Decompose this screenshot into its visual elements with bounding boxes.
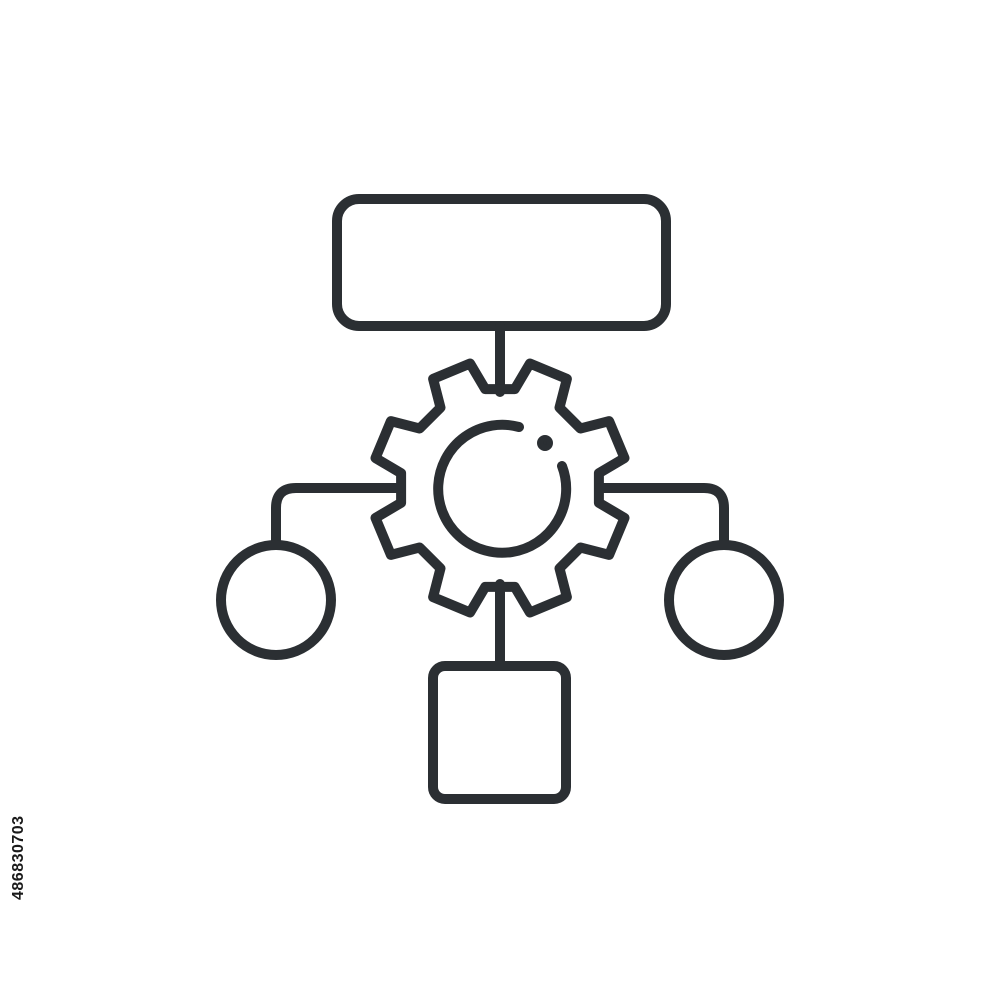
gear-inner-ring <box>433 419 572 558</box>
connector-left <box>271 483 405 550</box>
gear-inner-dot <box>537 435 553 451</box>
left-circle-node <box>216 540 336 660</box>
top-rectangle-node <box>332 194 671 331</box>
bottom-square-node <box>428 661 571 804</box>
right-circle-node <box>664 540 784 660</box>
stock-id-watermark: 486830703 <box>10 815 27 900</box>
connector-right <box>595 483 729 550</box>
gear-icon <box>370 358 630 618</box>
